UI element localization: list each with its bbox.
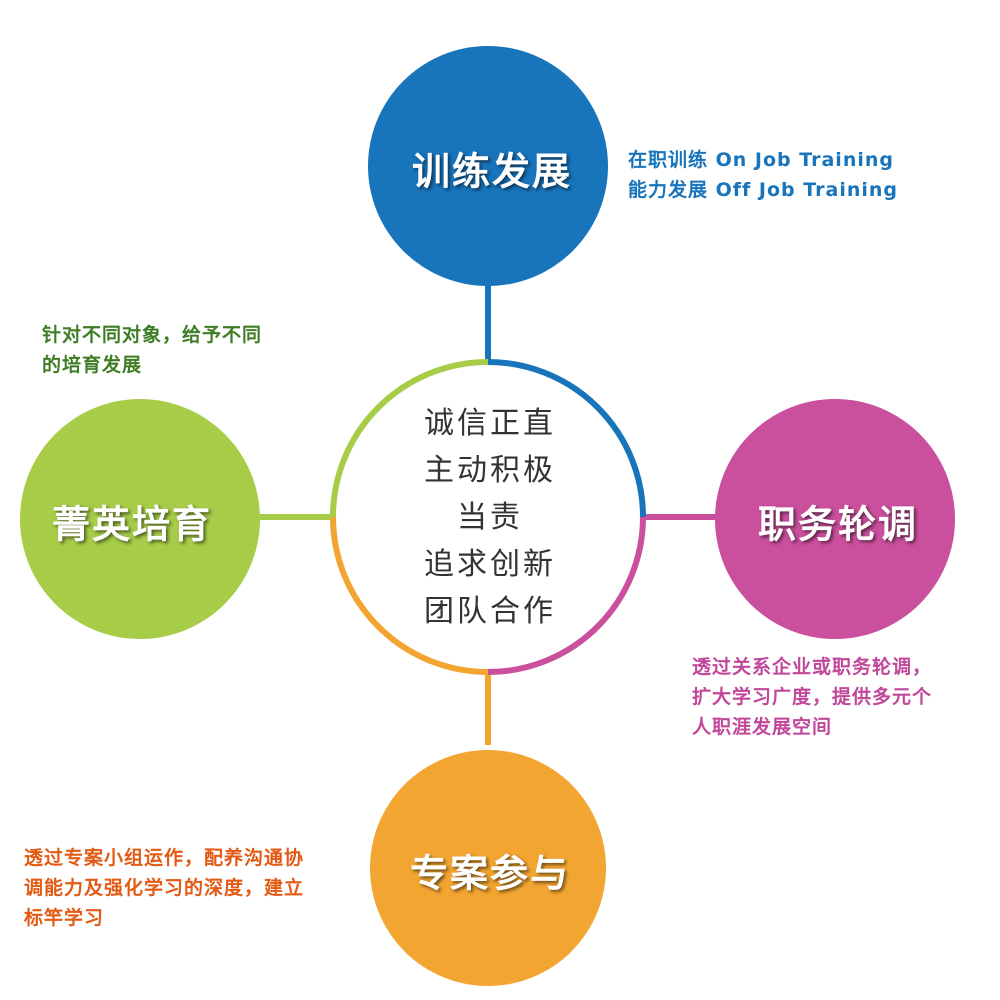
note-line: 调能力及强化学习的深度，建立: [24, 877, 305, 899]
note-bottom: 透过专案小组运作，配养沟通协 调能力及强化学习的深度，建立 标竿学习: [24, 843, 304, 933]
center-value: 主动积极: [424, 453, 556, 488]
note-top: 在职训练 On Job Training 能力发展 Off Job Traini…: [628, 145, 898, 205]
center-value: 诚信正直: [424, 406, 556, 441]
node-circle-left: [20, 399, 260, 639]
node-circle-right: [715, 399, 955, 639]
note-line: 透过专案小组运作，配养沟通协: [24, 847, 305, 869]
note-line: 在职训练 On Job Training: [628, 149, 894, 171]
node-label-right: 职务轮调: [757, 502, 919, 547]
ring-quadrant-bottom-left: [330, 516, 489, 675]
note-line: 人职涯发展空间: [692, 716, 833, 738]
note-line: 能力发展 Off Job Training: [628, 179, 898, 201]
node-label-top: 训练发展: [411, 149, 573, 194]
note-line: 标竿学习: [24, 907, 105, 929]
node-circle-top: [368, 46, 608, 286]
center-values: 诚信正直 主动积极 当责 追求创新 团队合作: [390, 400, 590, 635]
node-circle-bottom: [370, 750, 606, 986]
note-left: 针对不同对象，给予不同 的培育发展: [42, 320, 262, 380]
note-line: 针对不同对象，给予不同: [42, 324, 263, 346]
center-value: 追求创新: [424, 547, 556, 582]
center-value: 团队合作: [424, 594, 556, 629]
ring-quadrant-top-right: [487, 359, 646, 518]
node-label-bottom: 专案参与: [409, 851, 571, 896]
note-line: 扩大学习广度，提供多元个: [692, 686, 933, 708]
ring-quadrant-top-left: [330, 359, 489, 518]
center-value: 当责: [457, 500, 523, 535]
note-line: 透过关系企业或职务轮调，: [692, 656, 933, 678]
ring-quadrant-bottom-right: [487, 516, 646, 675]
note-right: 透过关系企业或职务轮调， 扩大学习广度，提供多元个 人职涯发展空间: [692, 652, 932, 742]
node-label-left: 菁英培育: [51, 502, 213, 547]
note-line: 的培育发展: [42, 354, 143, 376]
